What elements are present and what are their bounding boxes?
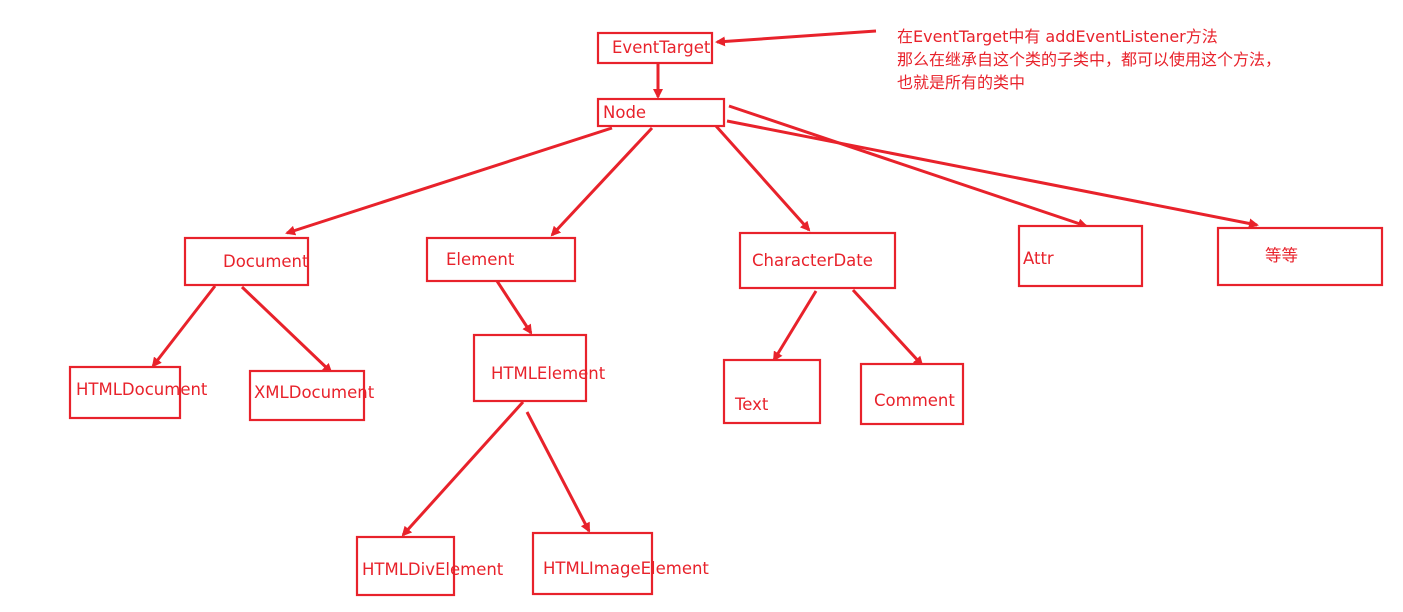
node-attr-box — [1017, 224, 1144, 288]
node-htmlimageelement: HTMLImageElement — [531, 531, 709, 596]
node-node-label: Node — [603, 103, 646, 122]
node-htmlimageelement-label: HTMLImageElement — [543, 559, 709, 578]
arrow-characterdate-to-text — [772, 290, 818, 362]
node-text-box — [722, 358, 822, 425]
node-etc-label: 等等 — [1265, 246, 1298, 265]
node-characterdate-label: CharacterDate — [752, 251, 873, 270]
node-characterdate-box — [738, 231, 897, 290]
arrow-document-to-xmldocument — [240, 285, 333, 374]
arrow-characterdate-to-comment — [851, 288, 924, 367]
arrow-htmlelement-to-htmlimageelement — [525, 411, 591, 533]
node-characterdate: CharacterDate — [738, 231, 897, 290]
node-htmldivelement-box — [355, 535, 456, 597]
node-htmldivelement-label: HTMLDivElement — [362, 560, 504, 579]
node-htmlimageelement-box — [531, 531, 654, 596]
node-comment: Comment — [859, 362, 965, 426]
arrow-element-to-htmlelement — [495, 280, 533, 335]
node-attr-label: Attr — [1023, 249, 1054, 268]
arrows — [151, 29, 1259, 537]
arrow-document-to-htmldocument — [151, 285, 217, 368]
node-text-label: Text — [734, 395, 769, 414]
node-htmldivelement: HTMLDivElement — [355, 535, 504, 597]
arrow-note-to-eventtarget — [715, 29, 877, 47]
node-eventtarget: EventTarget — [596, 31, 714, 65]
node-element-label: Element — [446, 250, 515, 269]
annotation-note: 在EventTarget中有 addEventListener方法 那么在继承自… — [897, 27, 1281, 92]
node-xmldocument-box — [248, 369, 366, 422]
arrow-htmlelement-to-htmldivelement — [401, 400, 525, 537]
node-comment-box — [859, 362, 965, 426]
node-element-box — [425, 236, 577, 283]
arrow-node-to-attr — [728, 104, 1088, 229]
node-etc-box — [1216, 226, 1384, 287]
node-eventtarget-label: EventTarget — [612, 38, 711, 57]
node-htmlelement: HTMLElement — [472, 333, 606, 403]
node-comment-label: Comment — [874, 391, 955, 410]
arrow-node-to-document — [285, 126, 613, 236]
node-document: Document — [183, 236, 310, 287]
node-xmldocument-label: XMLDocument — [254, 383, 375, 402]
arrow-node-to-characterdate — [714, 125, 811, 232]
note-line-1: 在EventTarget中有 addEventListener方法 — [897, 27, 1218, 46]
node-htmldocument-label: HTMLDocument — [76, 380, 208, 399]
node-htmlelement-label: HTMLElement — [491, 364, 606, 383]
node-node: Node — [596, 97, 726, 128]
node-text: Text — [722, 358, 822, 425]
note-line-2: 那么在继承自这个类的子类中，都可以使用这个方法， — [897, 50, 1281, 69]
node-htmldocument-box — [68, 365, 182, 420]
arrow-node-to-element — [550, 126, 654, 237]
node-document-label: Document — [223, 252, 309, 271]
arrow-node-to-etc — [726, 119, 1259, 229]
node-eventtarget-box — [596, 31, 714, 65]
node-document-box — [183, 236, 310, 287]
node-xmldocument: XMLDocument — [248, 369, 375, 422]
node-htmldocument: HTMLDocument — [68, 365, 208, 420]
node-element: Element — [425, 236, 577, 283]
note-line-3: 也就是所有的类中 — [897, 73, 1025, 92]
node-attr: Attr — [1017, 224, 1144, 288]
node-htmlelement-box — [472, 333, 588, 403]
node-etc: 等等 — [1216, 226, 1384, 287]
node-node-box — [596, 97, 726, 128]
